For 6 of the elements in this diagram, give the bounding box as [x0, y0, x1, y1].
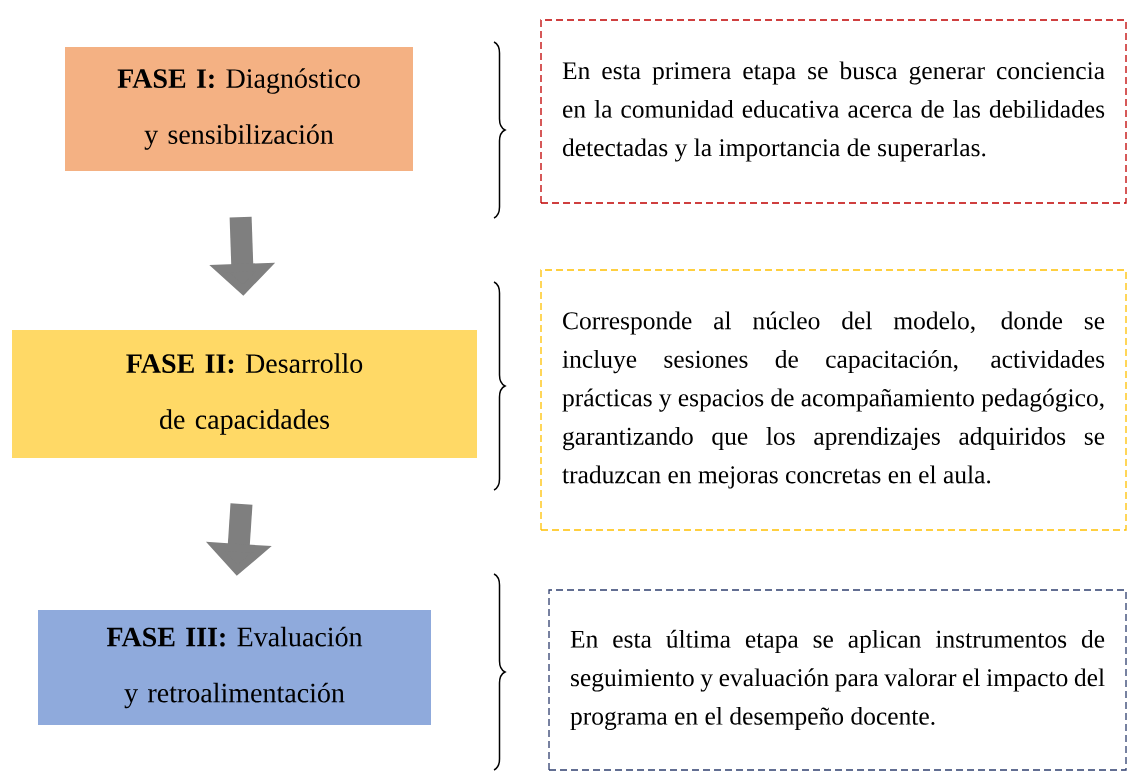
description-box: En esta última etapa se aplican instrumentos de seguimiento y evaluación para valorar el impacto del programa en el desempeño docente.: [548, 589, 1127, 771]
description-box: En esta primera etapa se busca generar conciencia en la comunidad educativa acerca de las debilidades detectadas y la importancia de superarlas.: [540, 19, 1127, 204]
phase-box: FASE II: Desarrollo de capacidades: [12, 330, 477, 458]
phase-box: FASE III: Evaluación y retroalimentación: [38, 610, 431, 725]
description-box: Corresponde al núcleo del modelo, donde se incluye sesiones de capacitación, actividades prácticas y espacios de acompañamiento pedagógico, garantizando que los aprendizajes adquiridos se traduzcan en mejoras concretas en el aula.: [540, 269, 1127, 531]
phase-box: FASE I: Diagnóstico y sensibilización: [65, 47, 413, 171]
